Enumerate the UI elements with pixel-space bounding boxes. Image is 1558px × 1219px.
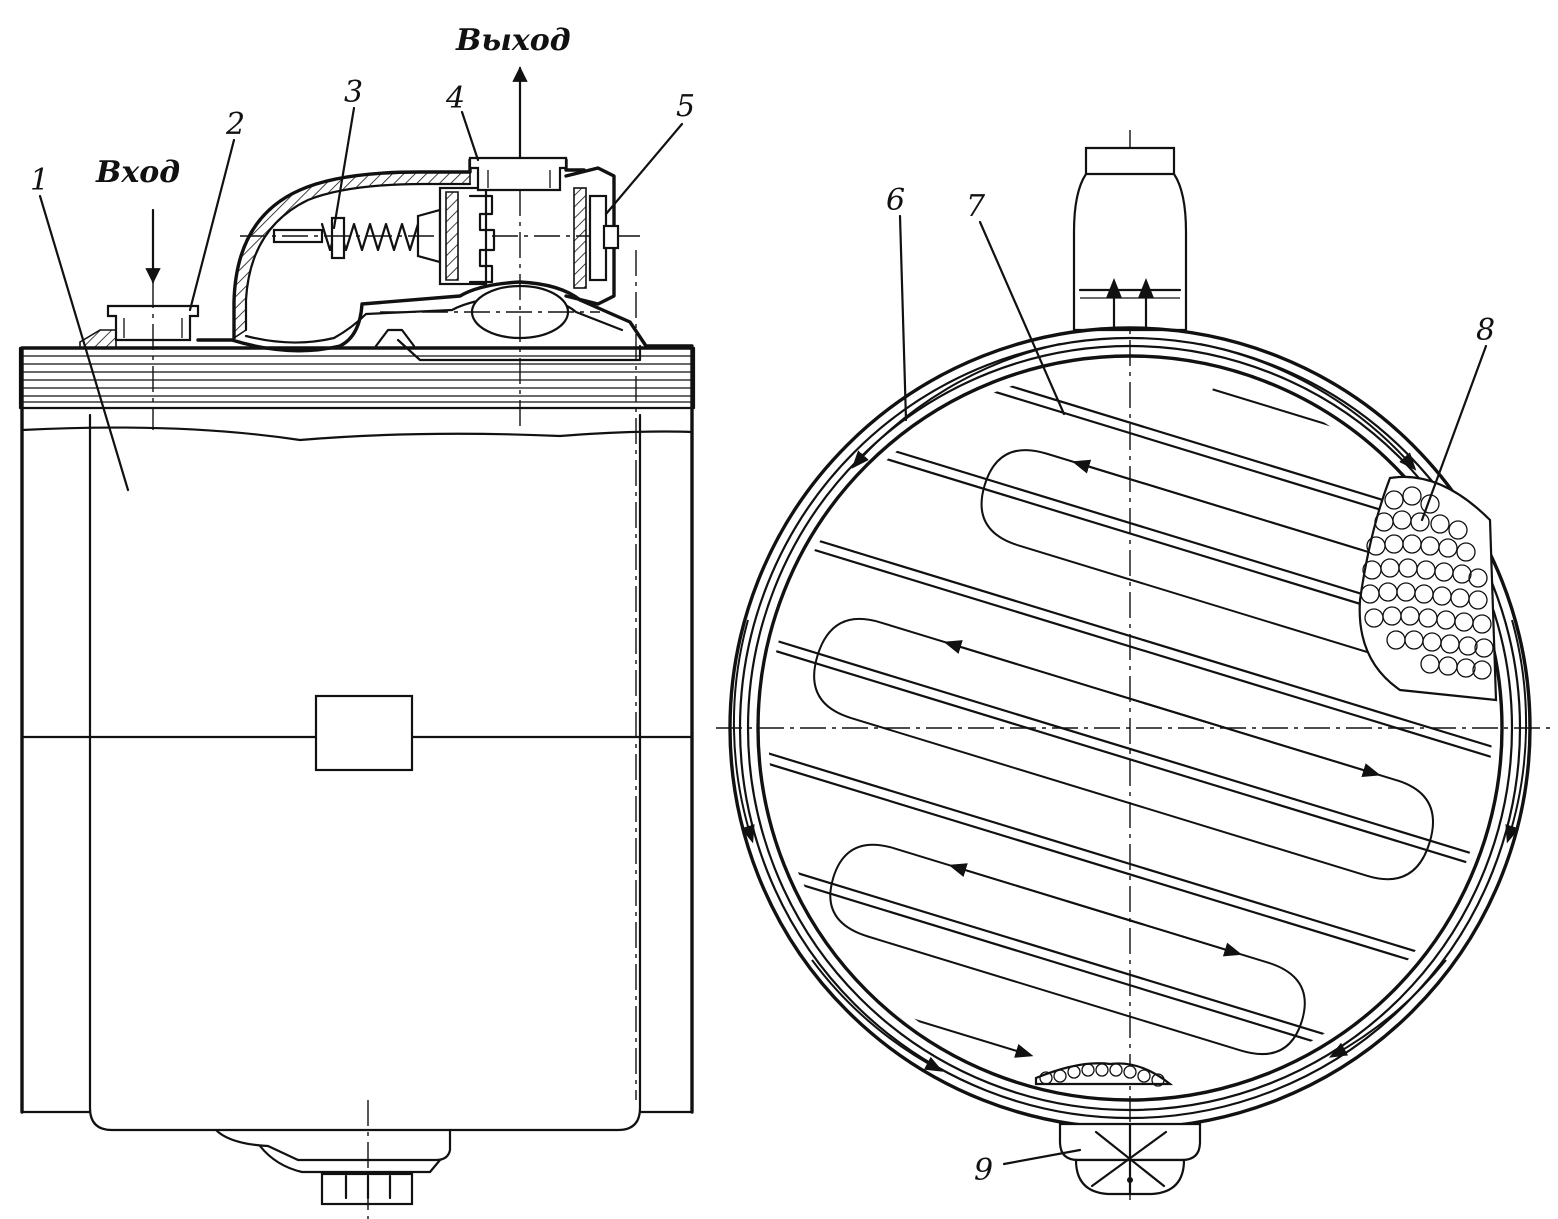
svg-text:5: 5 <box>676 89 695 124</box>
ball-filter <box>1358 475 1498 702</box>
svg-text:6: 6 <box>886 183 905 218</box>
svg-text:2: 2 <box>225 107 245 142</box>
nameplate <box>314 694 414 772</box>
drain-plug-side <box>214 1100 452 1219</box>
callout-2: 2 <box>188 107 245 312</box>
callout-7: 7 <box>966 189 1066 416</box>
callout-6: 6 <box>886 183 908 422</box>
callout-8: 8 <box>1420 313 1495 522</box>
svg-text:8: 8 <box>1476 313 1495 348</box>
svg-text:3: 3 <box>344 75 363 110</box>
annotations: Вход Выход 1 2 3 4 5 6 7 <box>30 23 1495 1188</box>
front-section-view <box>716 130 1552 1200</box>
plate-stack <box>20 355 694 442</box>
inlet-label: Вход <box>95 155 180 190</box>
outlet-label: Выход <box>455 23 571 58</box>
inlet-fitting <box>79 304 200 349</box>
tank-body <box>18 250 696 1132</box>
outlet-fitting <box>468 156 568 192</box>
callout-9: 9 <box>974 1148 1082 1188</box>
svg-text:1: 1 <box>30 163 49 198</box>
drain-plug <box>1058 1122 1202 1196</box>
callout-4: 4 <box>445 81 480 162</box>
valve-assembly <box>438 186 496 286</box>
svg-text:9: 9 <box>974 1153 993 1188</box>
flow-loops <box>809 388 1475 1058</box>
callout-1: 1 <box>30 163 130 492</box>
callout-3: 3 <box>332 75 363 230</box>
side-view <box>18 66 696 1219</box>
svg-text:4: 4 <box>445 81 465 116</box>
sediment-balls <box>1034 1062 1174 1087</box>
callout-5: 5 <box>604 89 695 216</box>
svg-text:7: 7 <box>966 189 986 224</box>
filler-neck <box>1072 146 1188 332</box>
end-cover <box>564 166 620 306</box>
